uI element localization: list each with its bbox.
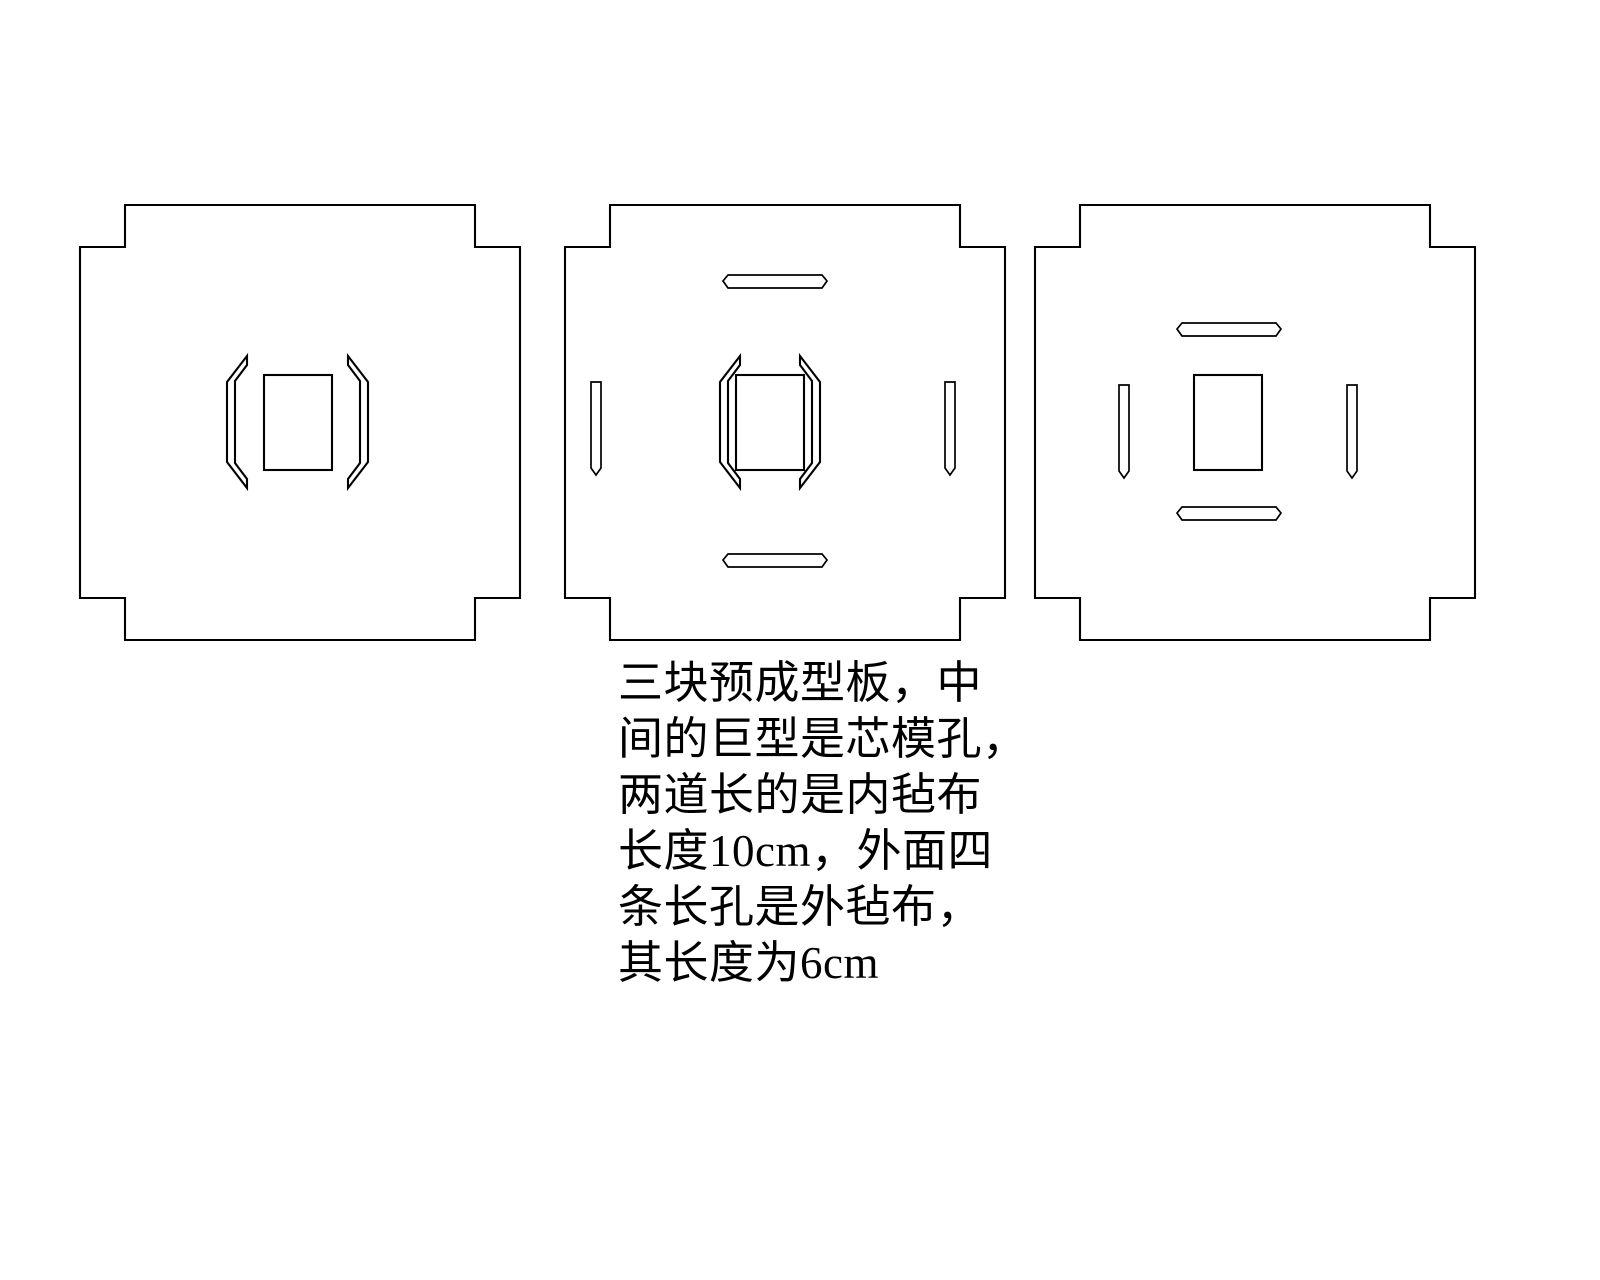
panel-middle-outer-felt-slot-right [944, 381, 956, 477]
panel-right-outer-felt-slot-left [1118, 384, 1130, 480]
panel-left [78, 203, 522, 642]
panel-middle-core-hole [734, 373, 806, 472]
panel-right-core-hole [1192, 373, 1264, 472]
panel-right-outer-felt-slot-bottom [1175, 506, 1283, 521]
panel-left-inner-felt-slot-right [346, 352, 370, 492]
note-line-5: 条长孔是外毡布， [618, 882, 983, 932]
panel-left-core-hole [262, 373, 334, 472]
panel-left-inner-felt-slot-left [225, 352, 249, 492]
note-line-4: 长度10cm，外面四 [618, 826, 993, 876]
note-line-1: 三块预成型板，中 [618, 658, 983, 708]
note-text-block: 三块预成型板，中 间的巨型是芯模孔， 两道长的是内毡布 长度10cm，外面四 条… [618, 655, 1048, 991]
panel-right-outer-felt-slot-top [1175, 322, 1283, 337]
note-line-3: 两道长的是内毡布 [618, 770, 983, 820]
panel-middle-inner-felt-slot-right [798, 352, 822, 492]
note-line-2: 间的巨型是芯模孔， [618, 714, 1028, 764]
panel-middle-outer-felt-slot-top [721, 274, 829, 289]
panel-middle-outer-felt-slot-left [590, 381, 602, 477]
panel-right [1033, 203, 1477, 642]
panel-right-outer-felt-slot-right [1346, 384, 1358, 480]
panel-middle-outer-felt-slot-bottom [721, 553, 829, 568]
panel-middle-inner-felt-slot-left [718, 352, 742, 492]
panel-middle [563, 203, 1007, 642]
note-line-6: 其长度为6cm [618, 938, 879, 988]
